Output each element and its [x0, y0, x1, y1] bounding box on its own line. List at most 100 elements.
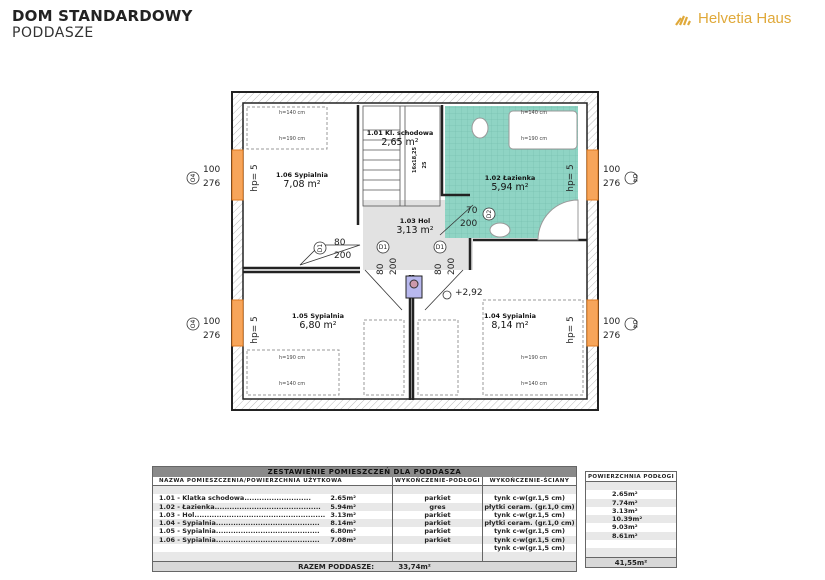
room-area: 2,65 m² [381, 137, 418, 148]
room-name: 1.02 Łazienka [485, 174, 536, 182]
room-name: 1.01 Kl. schodowa [367, 129, 434, 137]
label: 8.14m² [330, 519, 356, 528]
page-subtitle: PODDASZE [12, 25, 94, 41]
table-row: 1.04 - Sypialnia........................… [153, 519, 576, 528]
label: 1.05 - Sypialnia........................… [159, 527, 320, 536]
table-row: 10.39m² [586, 515, 676, 524]
table-title: ZESTAWIENIE POMIESZCZEŃ DLA PODDASZA [153, 467, 576, 477]
label: tynk c-w(gr.1,5 cm) [494, 494, 565, 503]
bed-label: h=140 cm [279, 381, 305, 387]
floor-area-table: POWIERZCHNIA PODŁOGI 2.65m² 7.74m² 3.13m… [585, 471, 677, 568]
label: tynk c-w(gr.1,5 cm) [494, 544, 565, 553]
room-area: 3,13 m² [396, 225, 433, 236]
label: 1.01 - Klatka schodowa..................… [159, 494, 311, 503]
room-name: 1.04 Sypialnia [484, 312, 536, 320]
page-title: DOM STANDARDOWY [12, 7, 193, 25]
logo-text: Helvetia Haus [698, 10, 792, 27]
room-area: 7,08 m² [283, 179, 320, 190]
bed-label: h=190 cm [279, 136, 305, 142]
table-row: 8.61m² [586, 531, 676, 541]
label: 200 [447, 258, 457, 275]
label: parkiet [393, 519, 483, 528]
table-row: 1.02 - Łazienka.........................… [153, 502, 576, 511]
table-row: 1.06 - Sypialnia........................… [153, 535, 576, 545]
label: 25 [422, 161, 428, 168]
label: O4 [190, 320, 197, 329]
label: 276 [603, 179, 620, 189]
column-header: NAZWA POMIESZCZENIA/POWIERZCHNIA UŻYTKOW… [153, 477, 393, 485]
label: 200 [389, 258, 399, 275]
label: 2.65m² [330, 494, 356, 503]
label: 1.06 - Sypialnia........................… [159, 535, 320, 544]
label: 3.13m² [330, 510, 356, 519]
label: parkiet [393, 494, 483, 503]
label: 200 [460, 219, 477, 229]
label: 276 [203, 331, 220, 341]
label: tynk c-w(gr.1,5 cm) [494, 527, 565, 536]
window-sill-label: hp= 5 [566, 316, 576, 344]
bed-label: h=140 cm [521, 110, 547, 116]
label: 80 [434, 263, 444, 275]
beds [246, 106, 584, 396]
level-mark: +2,92 [455, 288, 483, 298]
label: 100 [203, 317, 220, 327]
label: D2 [486, 210, 493, 219]
bed-label: h=190 cm [521, 355, 547, 361]
floor-plan: 1.01 Kl. schodowa 1.02 Łazienka 1.03 Hol… [186, 91, 638, 411]
label: O4 [631, 174, 638, 183]
bed-label: h=190 cm [279, 355, 305, 361]
label: tynk c-w(gr.1,5 cm) [494, 535, 565, 544]
label: 1.03 - Hol..............................… [159, 510, 326, 519]
label: 100 [603, 165, 620, 175]
label: gres [393, 502, 483, 511]
label: 200 [334, 251, 351, 261]
column-header: WYKOŃCZENIE-PODŁOGI [393, 477, 483, 485]
label: 16x18,25 [412, 146, 418, 173]
label: 5.94m² [330, 502, 356, 511]
bed-label: h=140 cm [279, 110, 305, 116]
table-row: tynk c-w(gr.1,5 cm) [153, 544, 576, 553]
label: 1.02 - Łazienka.........................… [159, 502, 321, 511]
label: 70 [466, 206, 478, 216]
label: parkiet [393, 535, 483, 545]
label: 276 [203, 179, 220, 189]
table-row: 2.65m² [612, 490, 638, 499]
table-row: 1.03 - Hol..............................… [153, 510, 576, 520]
brand-logo: Helvetia Haus [674, 10, 791, 27]
room-area: 8,14 m² [491, 320, 528, 331]
interior-walls [243, 105, 587, 400]
window-sill-label: hp= 5 [566, 164, 576, 192]
rooms-table: ZESTAWIENIE POMIESZCZEŃ DLA PODDASZA NAZ… [152, 466, 577, 572]
label: 1.04 - Sypialnia........................… [159, 519, 320, 528]
label: 100 [203, 165, 220, 175]
label: O4 [190, 174, 197, 183]
bed-label: h=190 cm [521, 136, 547, 142]
table-row: 7.74m² [586, 498, 676, 507]
label: 100 [603, 317, 620, 327]
label: 80 [376, 263, 386, 275]
table-row: 3.13m² [612, 506, 638, 515]
logo-icon [675, 15, 691, 26]
room-name: 1.03 Hol [400, 217, 430, 225]
bed-label: h=140 cm [521, 381, 547, 387]
label: tynk c-w(gr.1,5 cm) [494, 510, 565, 519]
column-header: WYKOŃCZENIE-ŚCIANY [489, 478, 570, 484]
table-row: 1.01 - Klatka schodowa..................… [153, 494, 576, 503]
label: D1 [317, 244, 324, 253]
label: O4 [631, 320, 638, 329]
label: płytki ceram. (gr.1,0 cm) [484, 519, 575, 528]
label: D1 [436, 244, 445, 251]
table-row: 9.03m² [612, 523, 638, 532]
table-total: RAZEM PODDASZE: 33,74m² [153, 560, 576, 571]
room-area: 5,94 m² [491, 182, 528, 193]
label: 6.80m² [330, 527, 356, 536]
room-area: 6,80 m² [299, 320, 336, 331]
stairs [362, 105, 441, 207]
window-sill-label: hp= 5 [250, 316, 260, 344]
label: 7.08m² [330, 535, 356, 544]
label: płytki ceram. (gr.1,0 cm) [484, 502, 575, 511]
table-row: 1.05 - Sypialnia........................… [153, 527, 576, 536]
label: 33,74m² [398, 562, 431, 571]
room-name: 1.05 Sypialnia [292, 312, 344, 320]
label: D1 [379, 244, 388, 251]
